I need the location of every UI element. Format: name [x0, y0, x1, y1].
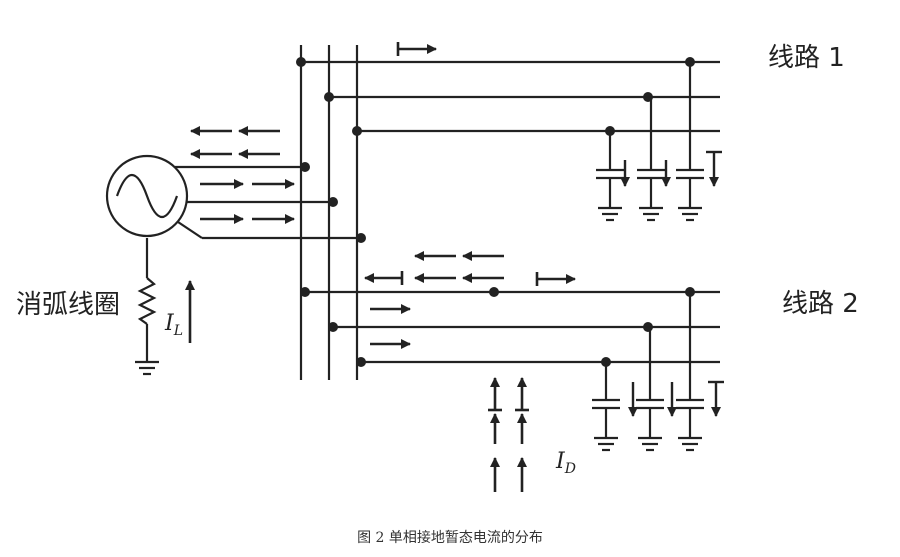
line2-label: 线路 2 — [782, 289, 859, 319]
generator-icon — [105, 154, 189, 238]
il-label: IL — [164, 311, 183, 339]
line1-label: 线路 1 — [768, 43, 845, 73]
figure-caption: 图 2 单相接地暂态电流的分布 — [357, 529, 543, 546]
coil-resistor — [137, 277, 157, 325]
coil-label: 消弧线圈 — [16, 290, 120, 320]
id-label: ID — [555, 449, 576, 477]
